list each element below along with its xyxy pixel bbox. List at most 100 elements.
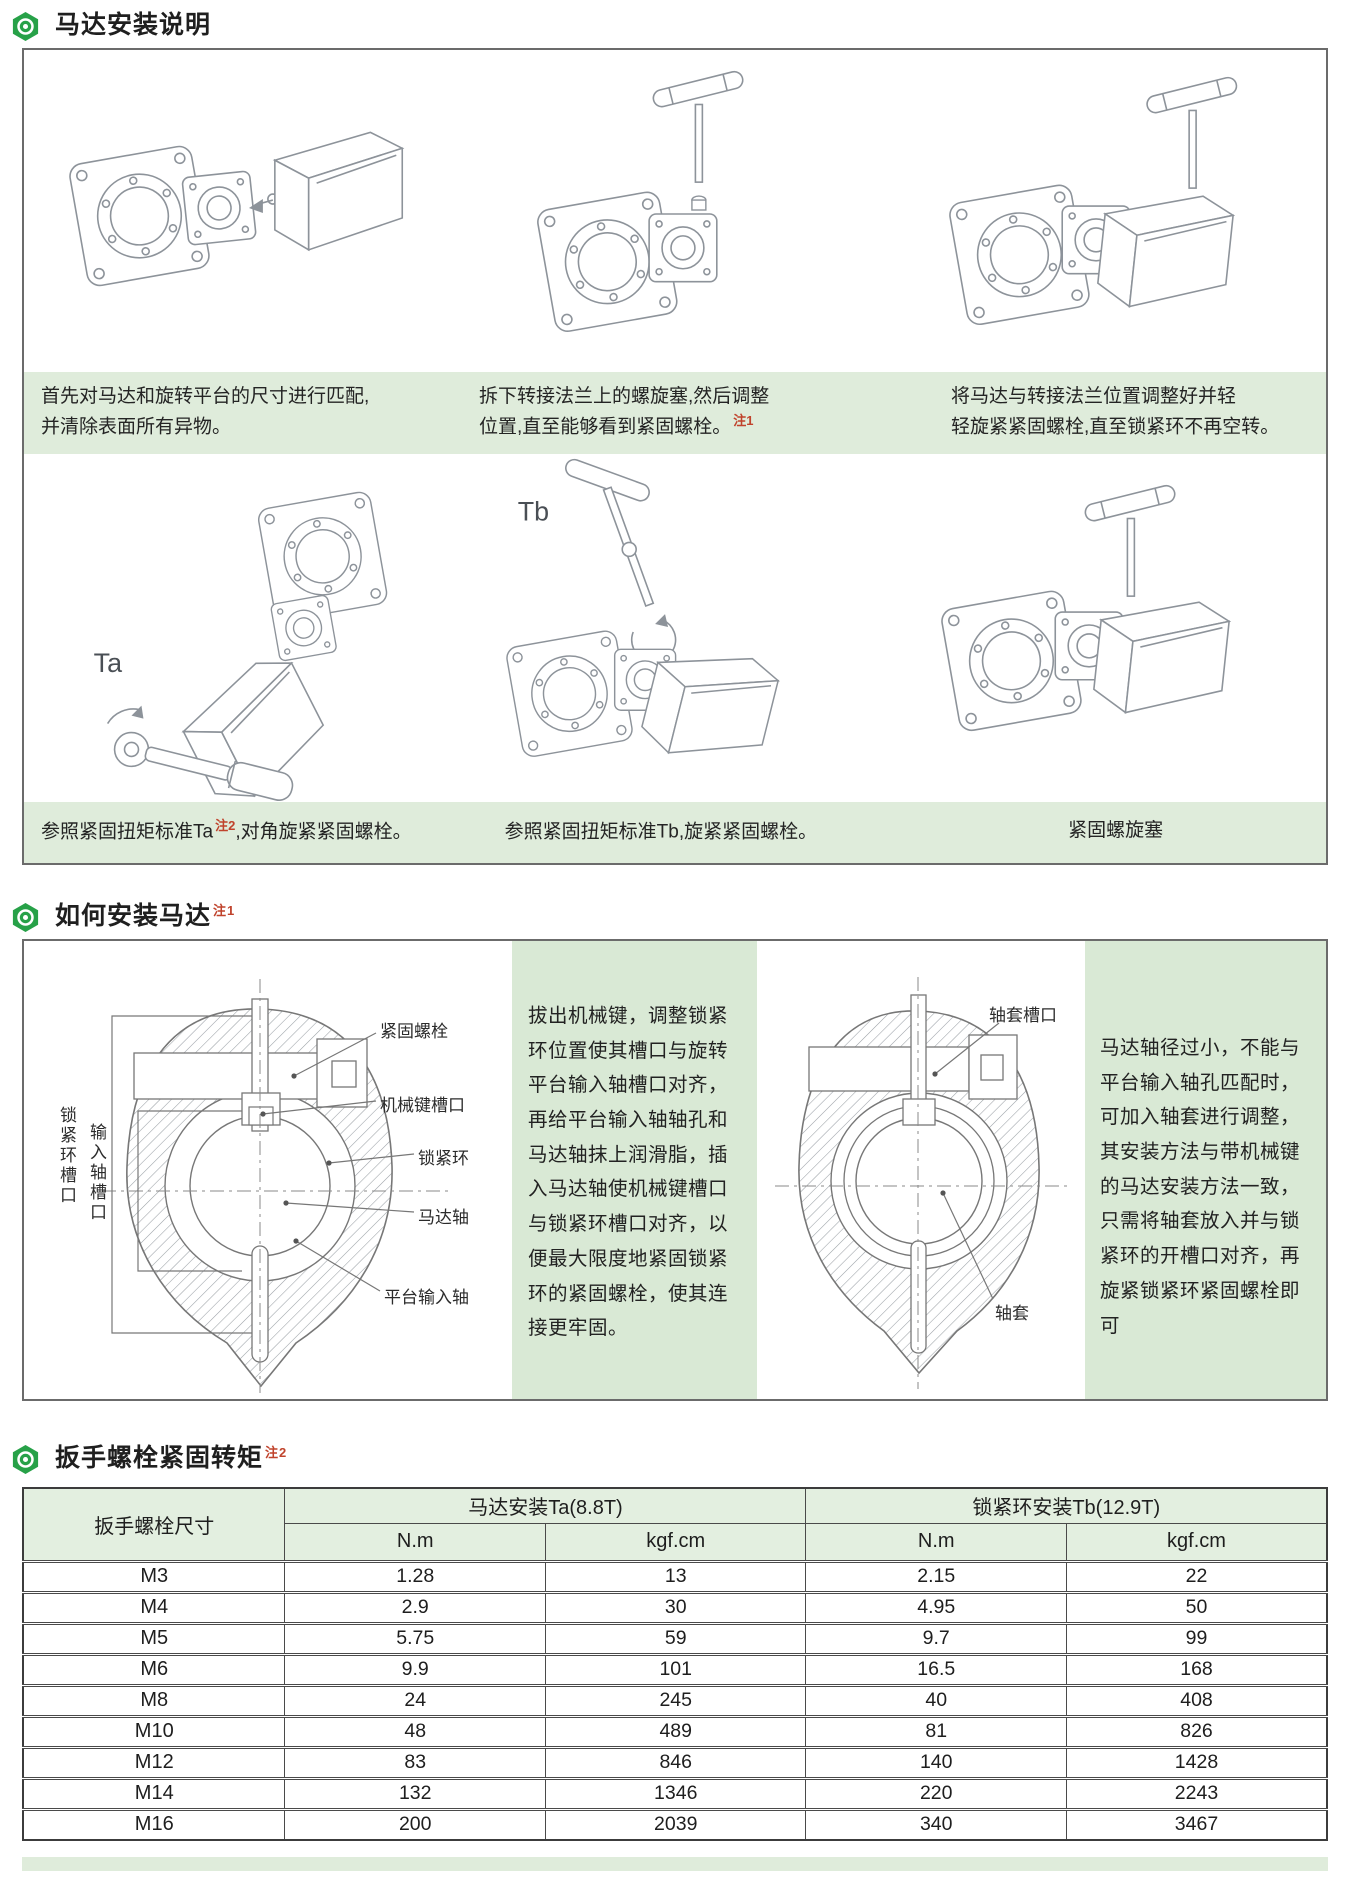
section1-header: 马达安装说明: [10, 0, 1350, 42]
step4-illustration: Ta: [24, 454, 458, 803]
table-row: M8 24 245 40 408: [22, 1683, 1328, 1717]
table-cell: 846: [544, 1745, 807, 1779]
label-sleeve-slot: 轴套槽口: [989, 1005, 1057, 1025]
step6-caption: 紧固螺旋塞: [1068, 820, 1164, 842]
install-instructions-text: 拔出机械键，调整锁紧环位置使其槽口与旋转平台输入轴槽口对齐，再给平台输入轴轴孔和…: [512, 940, 757, 1399]
table-cell: 40: [805, 1683, 1067, 1717]
keyed-shaft-cross-section-diagram: 紧固螺栓 机械键槽口 锁紧环 马达轴 平台输入轴 锁紧环槽口 输入轴槽口: [24, 941, 512, 1399]
table-cell: 1.28: [284, 1559, 546, 1593]
col-group-ring-tb: 锁紧环安装Tb(12.9T): [805, 1487, 1328, 1524]
table-cell: M8: [22, 1683, 286, 1717]
hex-nut-icon: [11, 11, 40, 42]
table-cell: M14: [22, 1776, 286, 1810]
section3-header: 扳手螺栓紧固转矩注2: [10, 1433, 1350, 1475]
step1-caption: 首先对马达和旋转平台的尺寸进行匹配, 并清除表面所有异物。: [41, 386, 370, 438]
table-row: M12 83 846 140 1428: [22, 1745, 1328, 1779]
table-cell: 220: [805, 1776, 1067, 1810]
table-cell: 50: [1065, 1590, 1328, 1624]
table-cell: 81: [805, 1714, 1067, 1748]
table-cell: 16.5: [805, 1652, 1067, 1686]
fig-label-tb: Tb: [518, 497, 549, 527]
label-sleeve: 轴套: [995, 1303, 1029, 1323]
hex-nut-icon: [11, 901, 40, 933]
label-ring-slot: 锁紧环槽口: [57, 1105, 76, 1206]
footnote-marker: 注1: [213, 902, 236, 918]
table-cell: 59: [544, 1621, 807, 1655]
table-cell: 140: [805, 1745, 1067, 1779]
table-cell: M10: [22, 1714, 286, 1748]
table-cell: 2039: [544, 1807, 807, 1841]
table-cell: 2.9: [284, 1590, 546, 1624]
section1-title: 马达安装说明: [55, 11, 212, 39]
step2-illustration: [458, 50, 892, 372]
torque-table: 扳手螺栓尺寸 马达安装Ta(8.8T) 锁紧环安装Tb(12.9T) N.m k…: [22, 1486, 1328, 1841]
motor-mounting-detail-box: 紧固螺栓 机械键槽口 锁紧环 马达轴 平台输入轴 锁紧环槽口 输入轴槽口 拔出机…: [22, 938, 1328, 1401]
step6-illustration: [892, 454, 1326, 802]
table-cell: 2.15: [805, 1559, 1067, 1593]
section2-title: 如何安装马达注1: [55, 901, 236, 930]
table-cell: 132: [284, 1776, 546, 1810]
step5-caption: 参照紧固扭矩标准Tb,旋紧紧固螺栓。: [504, 821, 818, 843]
table-cell: M6: [22, 1652, 286, 1686]
table-row: M16 200 2039 340 3467: [22, 1807, 1328, 1841]
table-cell: 826: [1065, 1714, 1328, 1748]
next-section-partial-band: [22, 1856, 1328, 1871]
subheader-kgfcm: kgf.cm: [1065, 1522, 1328, 1562]
table-group-header-row: 扳手螺栓尺寸 马达安装Ta(8.8T) 锁紧环安装Tb(12.9T): [22, 1487, 1328, 1562]
step3-caption: 将马达与转接法兰位置调整好并轻 轻旋紧紧固螺栓,直至锁紧环不再空转。: [951, 386, 1280, 438]
footnote-marker: 注2: [215, 818, 236, 834]
footnote-marker: 注1: [733, 413, 754, 429]
table-cell: M4: [22, 1590, 286, 1624]
table-cell: 5.75: [284, 1621, 546, 1655]
table-cell: 168: [1065, 1652, 1328, 1686]
table-cell: 4.95: [805, 1590, 1067, 1624]
section3-title: 扳手螺栓紧固转矩注2: [55, 1443, 288, 1472]
table-cell: 408: [1065, 1683, 1328, 1717]
footnote-marker: 注2: [265, 1444, 288, 1460]
table-row: M5 5.75 59 9.7 99: [22, 1621, 1328, 1655]
section2-header: 如何安装马达注1: [10, 891, 1350, 933]
table-cell: 1428: [1065, 1745, 1328, 1779]
illustration-row-1: [24, 50, 1326, 372]
step1-illustration: [24, 50, 458, 372]
step3-illustration: [892, 50, 1326, 372]
hex-nut-icon: [11, 1443, 40, 1475]
label-clamp-bolt: 紧固螺栓: [380, 1021, 448, 1041]
table-row: M4 2.9 30 4.95 50: [22, 1590, 1328, 1624]
table-cell: 489: [544, 1714, 807, 1748]
table-cell: 48: [284, 1714, 546, 1748]
label-platform-shaft: 平台输入轴: [384, 1287, 469, 1307]
table-cell: M3: [22, 1559, 286, 1593]
label-motor-shaft: 马达轴: [418, 1207, 469, 1227]
sleeve-cross-section-diagram: 轴套槽口 轴套: [757, 941, 1085, 1399]
sleeve-instructions-text: 马达轴径过小，不能与平台输入轴孔匹配时，可加入轴套进行调整，其安装方法与带机械键…: [1085, 940, 1326, 1399]
table-cell: 245: [544, 1683, 807, 1717]
table-cell: 83: [284, 1745, 546, 1779]
table-cell: 9.9: [284, 1652, 546, 1686]
label-input-slot: 输入轴槽口: [87, 1122, 106, 1223]
table-cell: M12: [22, 1745, 286, 1779]
subheader-kgfcm: kgf.cm: [544, 1522, 807, 1562]
illustration-row-2: Ta Tb: [24, 454, 1326, 803]
table-subheader-row: N.m kgf.cm N.m kgf.cm: [23, 1522, 1328, 1562]
table-cell: M16: [22, 1807, 286, 1841]
table-cell: 24: [284, 1683, 546, 1717]
table-cell: 9.7: [805, 1621, 1067, 1655]
table-cell: 13: [544, 1559, 807, 1593]
table-cell: 2243: [1065, 1776, 1328, 1810]
col-group-motor-ta: 马达安装Ta(8.8T): [284, 1487, 807, 1524]
subheader-nm: N.m: [284, 1522, 546, 1562]
table-cell: 340: [805, 1807, 1067, 1841]
table-cell: 99: [1065, 1621, 1328, 1655]
col-header-bolt-size: 扳手螺栓尺寸: [22, 1487, 286, 1562]
table-cell: 22: [1065, 1559, 1328, 1593]
motor-install-steps-box: 首先对马达和旋转平台的尺寸进行匹配, 并清除表面所有异物。 拆下转接法兰上的螺旋…: [22, 48, 1328, 865]
subheader-nm: N.m: [805, 1522, 1067, 1562]
fig-label-ta: Ta: [94, 648, 122, 678]
table-cell: 1346: [544, 1776, 807, 1810]
table-row: M6 9.9 101 16.5 168: [22, 1652, 1328, 1686]
step2-caption: 拆下转接法兰上的螺旋塞,然后调整 位置,直至能够看到紧固螺栓。注1: [479, 386, 770, 438]
